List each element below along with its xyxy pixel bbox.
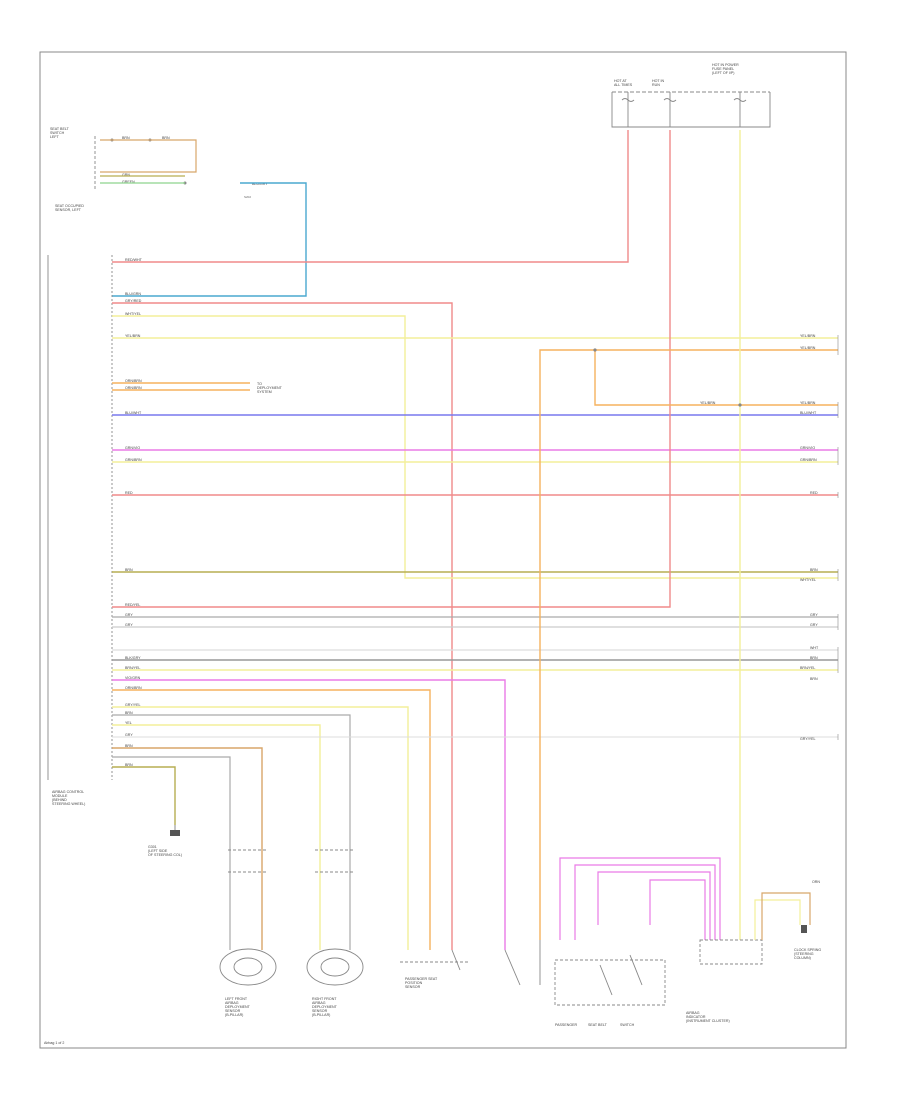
passenger-sensor-label: PASSENGER SEAT POSITION SENSOR bbox=[405, 977, 438, 989]
wire-brn-3 bbox=[112, 747, 263, 950]
wire-label: BRN bbox=[125, 744, 133, 748]
right-wire-label: GRY/YEL bbox=[800, 737, 816, 741]
wire-label: BLK/GRY bbox=[125, 656, 141, 660]
right-wire-label: RED bbox=[810, 491, 818, 495]
deployment-label: TO DEPLOYMENT SYSTEM bbox=[257, 382, 283, 394]
wire-orn-brn bbox=[112, 689, 431, 950]
fuse-label-2: HOT IN RUN bbox=[652, 79, 665, 87]
seat-sensor-label: SEAT OCCUPIED SENSOR, LEFT bbox=[55, 204, 85, 212]
wire-label: ORN/BRN bbox=[125, 686, 142, 690]
wire-red-yel bbox=[112, 130, 671, 608]
diagram-frame bbox=[39, 51, 847, 1049]
wire-label: GRY/YEL bbox=[125, 703, 141, 707]
seat-belt-switch-left: SEAT BELT SWITCH LEFT SEAT OCCUPIED SENS… bbox=[50, 127, 268, 212]
right-wire-label: BRN bbox=[810, 656, 818, 660]
wire-yel bbox=[112, 724, 321, 950]
wire-label: ORN/BRN bbox=[125, 379, 142, 383]
right-connector-label: ORN bbox=[812, 880, 820, 884]
wire-label: BRN bbox=[125, 711, 133, 715]
wire-vio-grn bbox=[112, 679, 506, 950]
wire-gry-4 bbox=[112, 756, 231, 950]
wire-label: GRY bbox=[125, 623, 133, 627]
passenger-position-sensor: PASSENGER SEAT POSITION SENSOR bbox=[400, 949, 470, 989]
right-wire-label: GRY bbox=[810, 623, 818, 627]
top-wire-label-2: BRN bbox=[162, 136, 170, 140]
fuse-panel: HOT AT ALL TIMES HOT IN RUN HOT IN POWER… bbox=[611, 63, 771, 128]
wire-label: GRN/BRN bbox=[125, 458, 142, 462]
wire-label: GRY bbox=[125, 613, 133, 617]
wire-label: YEL bbox=[125, 721, 132, 725]
airbag-indicator-label: AIRBAG INDICATOR (INSTRUMENT CLUSTER) bbox=[686, 1011, 730, 1023]
wire-label: RED bbox=[125, 491, 133, 495]
bus-wires bbox=[112, 130, 838, 950]
right-wire-label: BRN bbox=[810, 568, 818, 572]
fuse-label-1: HOT AT ALL TIMES bbox=[614, 79, 633, 87]
wire-label: WHT/YEL bbox=[125, 312, 141, 316]
center-right-wires bbox=[539, 130, 838, 940]
top-left-wires bbox=[100, 139, 307, 297]
airbag-module: AIRBAG CONTROL MODULE (BEHIND STEERING W… bbox=[47, 255, 113, 806]
wire-orn-center bbox=[539, 349, 838, 940]
wire-gry-red bbox=[112, 302, 453, 950]
wire-label: RED/WHT bbox=[125, 258, 143, 262]
splice-label: S202 bbox=[244, 195, 251, 199]
left-front-sensor: LEFT FRONT AIRBAG DEPLOYMENT SENSOR (B-P… bbox=[219, 849, 277, 1017]
wire-label: BRN/YEL bbox=[125, 666, 140, 670]
top-wire-label-1: BRN bbox=[122, 136, 130, 140]
ground-label: G301 (LEFT SIDE OF STEERING COL) bbox=[148, 845, 182, 857]
to-deployment-system: TO DEPLOYMENT SYSTEM bbox=[257, 382, 283, 394]
page-label: Airbag 1 of 2 bbox=[44, 1041, 64, 1045]
right-wire-label: GRN/BRN bbox=[800, 458, 817, 462]
right-wire-label: YEL/BRN bbox=[800, 334, 816, 338]
airbag-indicator: AIRBAG INDICATOR (INSTRUMENT CLUSTER) bbox=[686, 939, 763, 1023]
right-wire-label: WHT/YEL bbox=[800, 578, 816, 582]
seat-switch-label: SEAT BELT SWITCH LEFT bbox=[50, 127, 70, 139]
wire-label: RED/YEL bbox=[125, 603, 140, 607]
right-front-sensor: RIGHT FRONT AIRBAG DEPLOYMENT SENSOR (B-… bbox=[306, 849, 364, 1017]
right-wire-label: YEL/BRN bbox=[800, 346, 816, 350]
wire-yel-center bbox=[594, 350, 838, 406]
module-wire-labels: RED/WHT BLU/GRN GRY/RED WHT/YEL YEL/BRN … bbox=[125, 258, 143, 767]
wire-gry-yel bbox=[112, 706, 409, 950]
wire-label: BLU/WHT bbox=[125, 411, 142, 415]
wire-label: GRN/VIO bbox=[125, 446, 140, 450]
clock-spring: CLOCK SPRING (STEERING COLUMN) ORN bbox=[754, 880, 822, 960]
seat-switch-wires bbox=[559, 857, 721, 940]
wire-brn-2 bbox=[112, 714, 351, 950]
right-wire-label: BRN bbox=[810, 677, 818, 681]
right-wire-label: BRN/YEL bbox=[800, 666, 815, 670]
right-wire-label: WHT bbox=[810, 646, 819, 650]
seat-belt-switch-label: PASSENGER SEAT BELT SWITCH bbox=[555, 1023, 635, 1027]
wire-label: YEL/BRN bbox=[125, 334, 141, 338]
wire-label: GRY bbox=[125, 733, 133, 737]
right-wire-label: GRN/VIO bbox=[800, 446, 815, 450]
right-wire-label: GRY bbox=[810, 613, 818, 617]
airbag-module-label: AIRBAG CONTROL MODULE (BEHIND STEERING W… bbox=[52, 790, 85, 806]
fuse-label-3: HOT IN POWER FUSE PANEL (LEFT OF I/P) bbox=[712, 63, 740, 75]
passenger-seat-belt-switch: PASSENGER SEAT BELT SWITCH bbox=[504, 940, 666, 1027]
right-wire-label: YEL/BRN bbox=[800, 401, 816, 405]
top-wire-label-5: BLU/GRY bbox=[252, 182, 268, 186]
wire-label: GRY/RED bbox=[125, 299, 142, 303]
wire-label: ORN/BRN bbox=[125, 386, 142, 390]
top-wire-label-3: GRN bbox=[122, 173, 130, 177]
clock-spring-label: CLOCK SPRING (STEERING COLUMN) bbox=[794, 948, 822, 960]
wire-label: VIO/GRN bbox=[125, 676, 141, 680]
wire-label: BRN bbox=[125, 763, 133, 767]
wire-label: BLU/GRN bbox=[125, 292, 141, 296]
wire-wht-yel bbox=[112, 315, 838, 579]
right-wire-label: BLU/WHT bbox=[800, 411, 817, 415]
ground-g301: G301 (LEFT SIDE OF STEERING COL) bbox=[148, 825, 182, 857]
wire-red-wht bbox=[112, 130, 629, 263]
left-sensor-label: LEFT FRONT AIRBAG DEPLOYMENT SENSOR (B-P… bbox=[225, 997, 251, 1017]
wire-brn-4 bbox=[112, 766, 176, 825]
wire-label: BRN bbox=[125, 568, 133, 572]
top-wire-label-4: GREEN bbox=[122, 180, 135, 184]
right-wire-labels: YEL/BRN YEL/BRN YEL/BRN YEL/BRN BLU/WHT … bbox=[700, 334, 819, 741]
right-sensor-label: RIGHT FRONT AIRBAG DEPLOYMENT SENSOR (B-… bbox=[312, 997, 338, 1017]
mid-wire-label: YEL/BRN bbox=[700, 401, 716, 405]
